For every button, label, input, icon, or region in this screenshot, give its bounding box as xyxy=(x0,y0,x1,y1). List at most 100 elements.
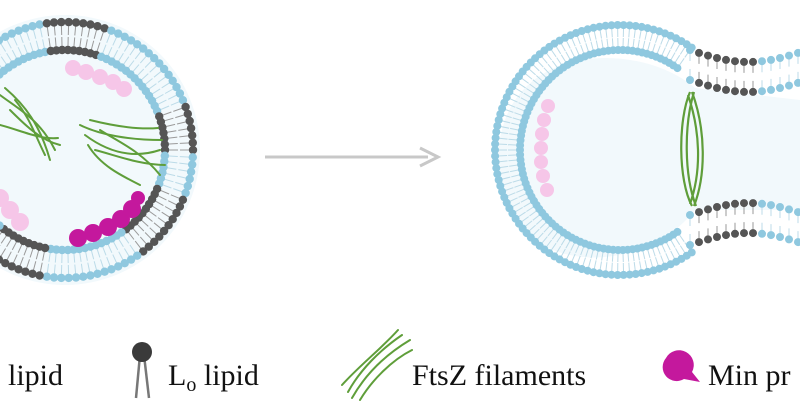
right-min-proteins xyxy=(534,99,555,197)
lipid-head xyxy=(722,201,730,210)
lipid-head xyxy=(168,215,177,224)
lipid-head xyxy=(686,241,694,249)
lipid-head xyxy=(607,270,616,279)
legend-lo-lipid-label-sub: o xyxy=(186,374,196,396)
lipid-head xyxy=(607,21,616,30)
lipid-head xyxy=(491,158,500,167)
left-vesicle xyxy=(0,15,200,285)
lipid-head xyxy=(100,267,109,276)
lipid-head xyxy=(695,48,703,57)
left-vesicle-interior xyxy=(0,15,200,285)
legend-min-protein: Min pr xyxy=(662,350,791,392)
lipid-head xyxy=(150,54,159,63)
lipid-head xyxy=(159,226,169,236)
lipid-head xyxy=(93,269,102,278)
lipid-head xyxy=(785,51,793,60)
lo-lipid-icon xyxy=(132,342,152,399)
lipid-head xyxy=(794,208,800,217)
lipid-head xyxy=(7,29,16,38)
lipid-head xyxy=(0,221,4,230)
lipid-head xyxy=(188,145,198,155)
lipid-head xyxy=(794,48,800,57)
lipid-head xyxy=(713,54,721,62)
lipid-head xyxy=(589,23,598,32)
lipid-head xyxy=(613,271,622,279)
lipid-head xyxy=(133,251,142,260)
min-protein-icon xyxy=(662,350,700,382)
lipid-head xyxy=(155,232,164,241)
process-arrow xyxy=(265,146,442,168)
lipid-head xyxy=(120,32,129,41)
lipid-head xyxy=(185,116,194,126)
lipid-head xyxy=(492,164,501,173)
lipid-head xyxy=(686,46,694,54)
lipid-head xyxy=(21,24,30,33)
lipid-head xyxy=(42,19,51,28)
lipid-head xyxy=(63,245,73,255)
lipid-head xyxy=(172,82,181,92)
lipid-head xyxy=(794,238,800,247)
left-ftsz-filaments xyxy=(0,87,166,186)
lipid-head xyxy=(695,78,703,87)
lipid-head xyxy=(164,70,173,80)
lipid-head xyxy=(49,18,59,27)
lipid-head xyxy=(35,271,44,280)
lipid-head xyxy=(185,174,194,184)
lipid-head xyxy=(1,32,10,41)
ftsz-icon xyxy=(341,329,413,401)
lipid-head xyxy=(740,199,748,208)
lipid-head xyxy=(695,238,703,247)
lipid-head xyxy=(776,84,784,92)
lipid-head xyxy=(188,153,197,162)
lipid-head xyxy=(740,87,748,96)
lipid-head xyxy=(168,76,177,86)
legend-ld-lipid-label: lipid xyxy=(8,359,63,392)
lipid-head xyxy=(14,265,23,274)
lipid-head xyxy=(491,146,499,154)
lipid-head xyxy=(491,139,500,148)
lipid-head xyxy=(120,259,129,268)
lipid-head xyxy=(42,272,51,281)
lipid-head xyxy=(21,267,30,276)
lipid-head xyxy=(144,242,153,251)
lipid-head xyxy=(686,211,694,219)
lipid-head xyxy=(188,138,197,147)
lipid-head xyxy=(93,22,102,31)
legend-ftsz-label: FtsZ filaments xyxy=(412,359,586,392)
lipid-head xyxy=(749,57,757,66)
lipid-head xyxy=(126,255,136,264)
lipid-head xyxy=(155,59,164,68)
lipid-head xyxy=(595,22,604,31)
lipid-head xyxy=(704,81,712,90)
lipid-head xyxy=(181,102,190,112)
lipid-head xyxy=(114,262,123,271)
lipid-head xyxy=(785,235,793,244)
lipid-head xyxy=(139,44,148,53)
lipid-head xyxy=(625,270,634,279)
lipid-head xyxy=(79,19,88,28)
lipid-head xyxy=(731,229,739,238)
lipid-head xyxy=(100,24,109,33)
legend: lipid Lo lipid FtsZ filaments xyxy=(8,329,791,401)
lipid-head xyxy=(35,20,44,29)
lipid-head xyxy=(493,170,502,179)
lipid-head xyxy=(695,208,703,217)
lipid-head xyxy=(749,87,757,96)
lipid-head xyxy=(749,199,757,208)
lipid-head xyxy=(601,21,610,30)
lipid-head xyxy=(150,237,159,246)
lipid-head xyxy=(71,18,81,27)
lipid-head xyxy=(713,203,721,211)
lipid-head xyxy=(114,29,123,38)
lipid-head xyxy=(704,235,712,244)
lipid-head xyxy=(164,221,173,230)
lipid-head xyxy=(492,127,501,136)
lipid-head xyxy=(107,26,116,35)
lipid-head xyxy=(14,26,23,35)
lipid-head xyxy=(794,78,800,87)
lipid-head xyxy=(183,181,192,191)
lipid-head xyxy=(619,21,628,30)
lipid-head xyxy=(159,64,169,74)
lipid-head xyxy=(86,20,95,29)
lipid-head xyxy=(631,270,640,278)
